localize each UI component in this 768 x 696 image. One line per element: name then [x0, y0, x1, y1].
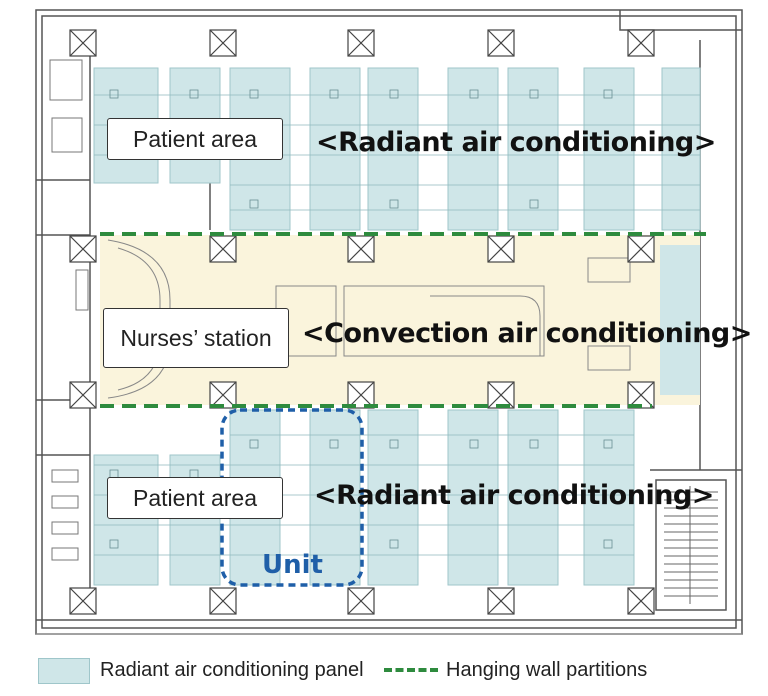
unit-label: Unit	[262, 550, 323, 580]
unit-outline	[220, 408, 364, 587]
corridor-extension	[660, 245, 700, 395]
nurses-station-label: Nurses’ station	[103, 308, 289, 368]
legend-partition-swatch	[384, 668, 438, 672]
convection-title: <Convection air conditioning>	[302, 318, 752, 349]
legend-panel-swatch	[38, 658, 90, 684]
panel-grid	[94, 94, 700, 556]
patient-area-top-label: Patient area	[107, 118, 283, 160]
panel-markers	[109, 89, 613, 549]
patient-area-bottom-label: Patient area	[107, 477, 283, 519]
radiant-bottom-title: <Radiant air conditioning>	[314, 480, 714, 511]
legend-partition-label: Hanging wall partitions	[446, 659, 648, 681]
structural-columns	[69, 29, 655, 615]
stairs	[664, 486, 718, 604]
legend-panel-label: Radiant air conditioning panel	[100, 659, 364, 681]
fixtures	[49, 59, 89, 561]
radiant-top-title: <Radiant air conditioning>	[316, 127, 716, 158]
